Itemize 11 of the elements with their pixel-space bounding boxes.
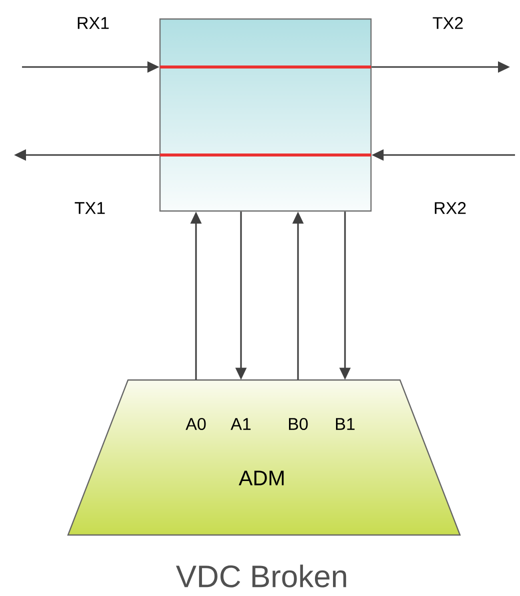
port-label: A0 [186,418,206,430]
port-label: B0 [289,418,308,430]
caption: VDC Broken [176,564,346,588]
edge-label: TX1 [74,202,105,214]
edge-label: RX1 [78,17,109,29]
port-label: A1 [230,418,251,430]
port-label: B1 [336,418,355,430]
block-label: ADM [238,470,284,486]
switch-box [159,18,372,212]
edge-label: RX2 [434,202,466,214]
edge-label: TX2 [432,17,463,29]
